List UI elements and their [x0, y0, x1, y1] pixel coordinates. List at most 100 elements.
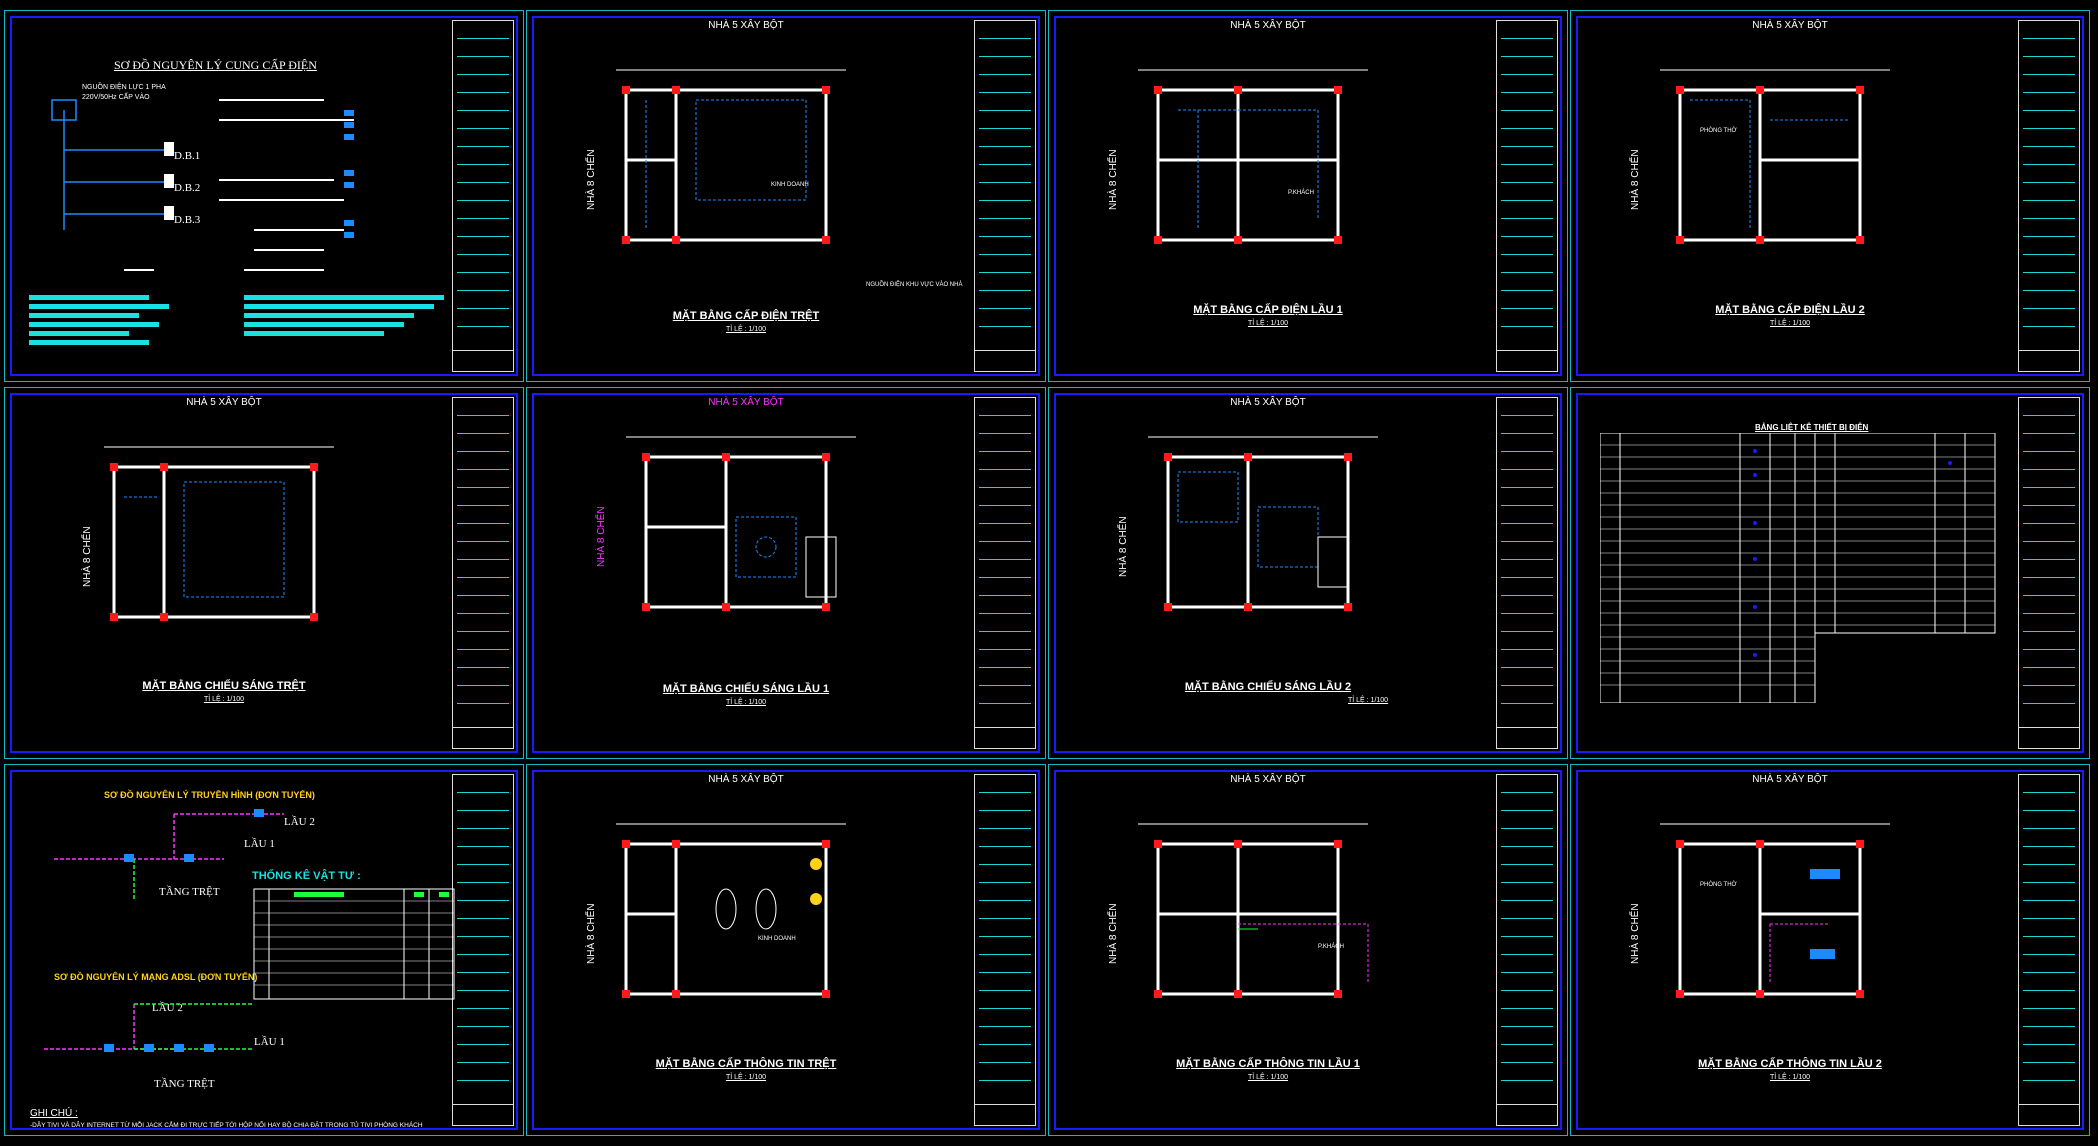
- title-block-row: [457, 793, 509, 811]
- title-block-row: [457, 129, 509, 147]
- sheet-frame: [1576, 393, 2084, 753]
- title-block-row: [457, 632, 509, 650]
- title-block-row: [2023, 650, 2075, 668]
- title-block: [2018, 774, 2080, 1126]
- title-block-row: [1501, 811, 1553, 829]
- title-block-row: [979, 596, 1031, 614]
- title-block-row: [979, 524, 1031, 542]
- title-block-row: [2023, 632, 2075, 650]
- title-block-row: [2023, 883, 2075, 901]
- title-block-row: [2023, 39, 2075, 57]
- title-block: [1496, 774, 1558, 1126]
- house-label: NHÀ 5 XÂY BỘT: [1230, 774, 1306, 785]
- title-block-row: [457, 1009, 509, 1027]
- title-block-row: [2023, 901, 2075, 919]
- floor-plan-icon: [1148, 436, 1378, 611]
- title-block-row: [457, 865, 509, 883]
- sheet-title: MẶT BẰNG CẤP THÔNG TIN LẦU 1: [1176, 1058, 1360, 1070]
- title-block-row: [2023, 811, 2075, 829]
- house-label: NHÀ 5 XÂY BỘT: [1230, 397, 1306, 408]
- sheet-comms-floor-1[interactable]: NHÀ 5 XÂY BỘT NHÀ 8 CHẾN P.KHÁCH MẶT BẰN…: [1048, 764, 1568, 1136]
- sheet-lighting-ground-floor[interactable]: NHÀ 5 XÂY BỘT NHÀ 8 CHẾN MẶT BẰNG CHIẾU …: [4, 387, 524, 759]
- house-label: NHÀ 5 XÂY BỘT: [708, 774, 784, 785]
- side-label: NHÀ 8 CHẾN: [1108, 149, 1119, 210]
- house-label: NHÀ 5 XÂY BỘT: [1752, 774, 1828, 785]
- sheet-border: [4, 387, 524, 759]
- title-block-row: [2023, 578, 2075, 596]
- sheet-equipment-list[interactable]: BẢNG LIỆT KÊ THIẾT BỊ ĐIỆN: [1570, 387, 2090, 759]
- floor-plan-icon: [1138, 69, 1368, 244]
- title-block-row: [979, 775, 1031, 793]
- title-block-row: [2023, 829, 2075, 847]
- sheet-title: MẶT BẰNG CHIẾU SÁNG LẦU 1: [662, 683, 830, 695]
- title-block-row: [2023, 955, 2075, 973]
- title-block-row: [979, 1063, 1031, 1081]
- title-block-row: [1501, 883, 1553, 901]
- sheet-title: MẶT BẰNG CẤP THÔNG TIN TRỆT: [655, 1058, 837, 1070]
- title-block-row: [457, 219, 509, 237]
- sheet-scale: TỈ LỆ : 1/100: [725, 1074, 767, 1081]
- title-block-row: [979, 93, 1031, 111]
- title-block-row: [1501, 309, 1553, 327]
- sheet-lighting-floor-1[interactable]: NHÀ 5 XÂY BỘT NHÀ 8 CHẾN MẶT BẰNG CHIẾU …: [526, 387, 1046, 759]
- title-block-row: [979, 1009, 1031, 1027]
- title-block-row: [2023, 1027, 2075, 1045]
- sheet-comms-floor-2[interactable]: NHÀ 5 XÂY BỘT NHÀ 8 CHẾN PHÒNG THỜ MẶT B…: [1570, 764, 2090, 1136]
- sheet-power-schematic[interactable]: SƠ ĐỒ NGUYÊN LÝ CUNG CẤP ĐIỆN NGUỒN ĐIỆN…: [4, 10, 524, 382]
- title-block-row: [2023, 596, 2075, 614]
- title-block-row: [1501, 596, 1553, 614]
- sheet-border: [526, 387, 1046, 759]
- sheet-scale: TỈ LỆ : 1/100: [203, 696, 245, 703]
- title-block: [2018, 20, 2080, 372]
- title-block-row: [457, 686, 509, 704]
- title-block: [974, 774, 1036, 1126]
- title-block-row: [1501, 416, 1553, 434]
- title-block-row: [979, 991, 1031, 1009]
- title-block-row: [2023, 488, 2075, 506]
- sheet-frame: [1054, 393, 1562, 753]
- title-block-row: [979, 237, 1031, 255]
- title-block-row: [1501, 524, 1553, 542]
- house-label: NHÀ 5 XÂY BỘT: [708, 397, 784, 408]
- sheet-lighting-floor-2[interactable]: NHÀ 5 XÂY BỘT NHÀ 8 CHẾN MẶT BẰNG CHIẾU …: [1048, 387, 1568, 759]
- adsl-schematic-title: SƠ ĐỒ NGUYÊN LÝ MẠNG ADSL (ĐƠN TUYẾN): [54, 972, 258, 982]
- room-label: PHÒNG THỜ: [1700, 882, 1737, 888]
- title-block-row: [2023, 470, 2075, 488]
- sheet-power-floor-2[interactable]: NHÀ 5 XÂY BỘT NHÀ 8 CHẾN PHÒNG THỜ MẶT B…: [1570, 10, 2090, 382]
- title-block-row: [457, 273, 509, 291]
- sheet-comms-ground-floor[interactable]: NHÀ 5 XÂY BỘT NHÀ 8 CHẾN KINH DOANH MẶT …: [526, 764, 1046, 1136]
- house-label: NHÀ 5 XÂY BỘT: [708, 20, 784, 31]
- sheet-power-ground-floor[interactable]: NHÀ 5 XÂY BỘT NHÀ 8 CHẾN KINH DOANH NGUỒ…: [526, 10, 1046, 382]
- title-block-row: [1501, 147, 1553, 165]
- sheet-power-floor-1[interactable]: NHÀ 5 XÂY BỘT NHÀ 8 CHẾN P.KHÁCH MẶT BẰN…: [1048, 10, 1568, 382]
- title-block-row: [979, 183, 1031, 201]
- title-block-row: [1501, 291, 1553, 309]
- title-block-row: [1501, 668, 1553, 686]
- title-block-row: [2023, 1009, 2075, 1027]
- sheet-scale: TỈ LỆ : 1/100: [725, 699, 767, 706]
- db2-label: D.B.2: [174, 182, 201, 194]
- tv-adsl-schematic-icon: [44, 809, 455, 1052]
- title-block-row: [1501, 111, 1553, 129]
- title-block-row: [979, 793, 1031, 811]
- floor-plan-icon: [626, 436, 856, 611]
- side-label: NHÀ 8 CHẾN: [1118, 516, 1129, 577]
- title-block-row: [979, 452, 1031, 470]
- title-block-row: [979, 147, 1031, 165]
- sheet-scale: TỈ LỆ : 1/100: [1769, 1074, 1811, 1081]
- title-block-row: [457, 937, 509, 955]
- title-block-row: [457, 883, 509, 901]
- title-block-row: [1501, 937, 1553, 955]
- title-block-row: [1501, 57, 1553, 75]
- sheet-border: [1048, 10, 1568, 382]
- title-block-row: [2023, 1045, 2075, 1063]
- title-block-row: [457, 93, 509, 111]
- title-block-row: [457, 111, 509, 129]
- title-block-row: [457, 39, 509, 57]
- room-label: KINH DOANH: [758, 936, 796, 942]
- title-block-row: [979, 273, 1031, 291]
- sheet-tv-adsl-schematic[interactable]: SƠ ĐỒ NGUYÊN LÝ TRUYỀN HÌNH (ĐƠN TUYẾN) …: [4, 764, 524, 1136]
- title-block-row: [2023, 416, 2075, 434]
- title-block-row: [2023, 775, 2075, 793]
- sheet-border: [1048, 387, 1568, 759]
